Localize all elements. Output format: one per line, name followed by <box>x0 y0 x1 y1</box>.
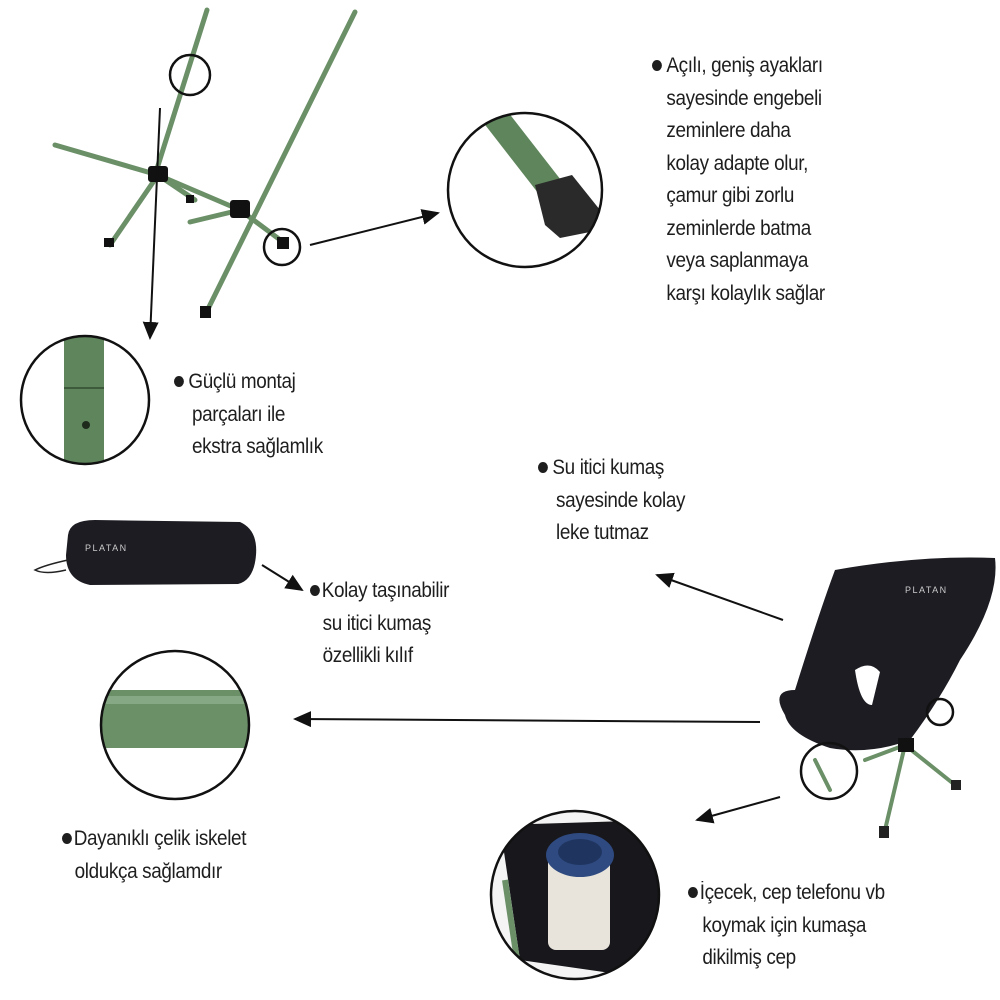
feature-text: Dayanıklı çelik iskelet <box>73 827 247 850</box>
pocket-closeup-image <box>491 811 659 979</box>
bullet-icon <box>310 585 320 596</box>
bag-brand-logo: PLATAN <box>85 543 128 553</box>
feature-text: sayesinde kolay <box>556 488 686 512</box>
folded-frame-image <box>52 7 358 318</box>
bullet-icon <box>174 376 184 387</box>
feature-bag: Kolay taşınabilir su itici kumaş özellik… <box>310 575 449 673</box>
feature-text: özellikli kılıf <box>322 644 414 667</box>
detail-circle-foot <box>262 227 302 267</box>
feature-text: Kolay taşınabilir <box>321 579 450 602</box>
detail-circle-joint <box>168 53 212 97</box>
chair-brand-logo: PLATAN <box>905 585 948 595</box>
feature-frame: Dayanıklı çelik iskelet oldukça sağlamdı… <box>62 823 246 888</box>
joint-closeup-image <box>21 336 149 464</box>
bullet-icon <box>538 462 548 473</box>
pointer-arrows <box>142 107 784 824</box>
feature-text: koymak için kumaşa <box>702 913 867 937</box>
bullet-icon <box>652 60 662 71</box>
bullet-icon <box>688 887 698 898</box>
feature-text: çamur gibi zorlu <box>666 184 795 207</box>
feature-text: Güçlü montaj <box>188 370 296 393</box>
foot-closeup-image <box>448 113 602 267</box>
feature-text: zeminlerde batma <box>666 216 811 240</box>
feature-text: ekstra sağlamlık <box>192 435 323 458</box>
feature-text: kolay adapte olur, <box>666 151 809 175</box>
tube-closeup-image <box>101 651 249 799</box>
feature-feet: Açılı, geniş ayakları sayesinde engebeli… <box>652 50 825 310</box>
feature-text: su itici kumaş <box>322 611 432 635</box>
feature-fabric: Su itici kumaş sayesinde kolay leke tutm… <box>538 452 685 550</box>
feature-text: dikilmiş cep <box>702 946 796 969</box>
feature-pocket: İçecek, cep telefonu vb koymak için kuma… <box>688 877 885 975</box>
feature-text: leke tutmaz <box>556 521 649 544</box>
feature-text: veya saplanmaya <box>666 249 809 272</box>
chair-image <box>779 557 996 838</box>
feature-text: Su itici kumaş <box>552 456 664 479</box>
bullet-icon <box>62 833 72 844</box>
feature-text: İçecek, cep telefonu vb <box>699 881 885 904</box>
feature-text: oldukça sağlamdır <box>74 859 223 883</box>
feature-text: parçaları ile <box>192 402 286 426</box>
carry-bag-image <box>33 520 257 585</box>
feature-text: sayesinde engebeli <box>666 86 822 110</box>
feature-text: Açılı, geniş ayakları <box>666 54 823 77</box>
feature-text: zeminlere daha <box>666 119 791 142</box>
feature-joints: Güçlü montaj parçaları ile ekstra sağlam… <box>174 366 323 464</box>
feature-text: karşı kolaylık sağlar <box>666 281 825 305</box>
